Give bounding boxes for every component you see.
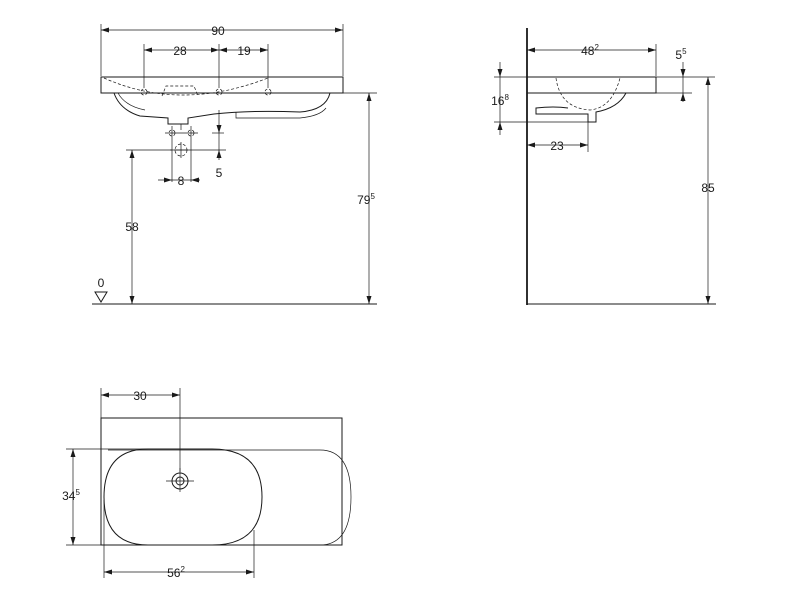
side-view: 482 55 168 23 85: [491, 28, 716, 305]
basin-inner-curve: [117, 92, 146, 111]
tap-holes: [140, 88, 272, 96]
dim-tap-offset: 28: [173, 44, 187, 58]
shelf-outline: [108, 449, 352, 546]
dim-waste-height: 58: [125, 220, 139, 234]
basin-side-outline: [526, 76, 657, 94]
basin-side-body: [535, 92, 656, 123]
overflow-hidden-line: [161, 85, 199, 97]
dim-waste-drop: 5: [216, 166, 223, 180]
dim-waste-depth: 23: [550, 139, 564, 153]
bowl-plan-outline: [103, 448, 263, 546]
plan-view: 30 345 562: [62, 388, 352, 580]
dim-bowl-depth: 345: [62, 488, 80, 503]
floor-level-triangle-icon: [94, 291, 108, 303]
dim-depth: 482: [581, 43, 599, 58]
bowl-hidden-line: [103, 77, 269, 96]
basin-plan-outline: [100, 417, 343, 546]
dim-bowl-width: 562: [167, 565, 185, 580]
dim-waste-spacing: 8: [178, 174, 185, 188]
waste-fittings: [165, 124, 226, 182]
dim-hole-spacing: 19: [237, 44, 251, 58]
dim-rim: 55: [675, 47, 687, 62]
dim-total-height: 795: [357, 192, 375, 207]
dim-width: 90: [211, 24, 225, 38]
bowl-side-hidden-line: [555, 77, 621, 111]
dim-tap-position: 30: [133, 389, 147, 403]
basin-shelf: [235, 107, 327, 119]
dim-side-total-height: 85: [701, 181, 715, 195]
floor-level-label: 0: [98, 276, 105, 290]
front-view: 90 28 19 8 5 58 795 0: [92, 24, 377, 305]
dim-basin-height: 168: [491, 93, 509, 108]
basin-body-outline: [113, 92, 331, 125]
